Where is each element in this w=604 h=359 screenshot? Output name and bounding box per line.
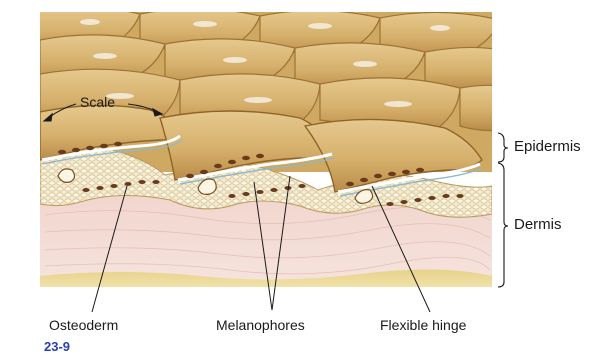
osteoderm-label: Osteoderm xyxy=(49,318,118,332)
scale-label: Scale xyxy=(80,95,115,109)
epidermis-label: Epidermis xyxy=(514,139,581,154)
flexible-hinge-label: Flexible hinge xyxy=(380,318,466,332)
layer-brackets xyxy=(498,133,508,287)
figure-number: 23-9 xyxy=(44,340,70,353)
melanophores-label: Melanophores xyxy=(216,318,305,332)
dermis-label: Dermis xyxy=(514,217,562,232)
